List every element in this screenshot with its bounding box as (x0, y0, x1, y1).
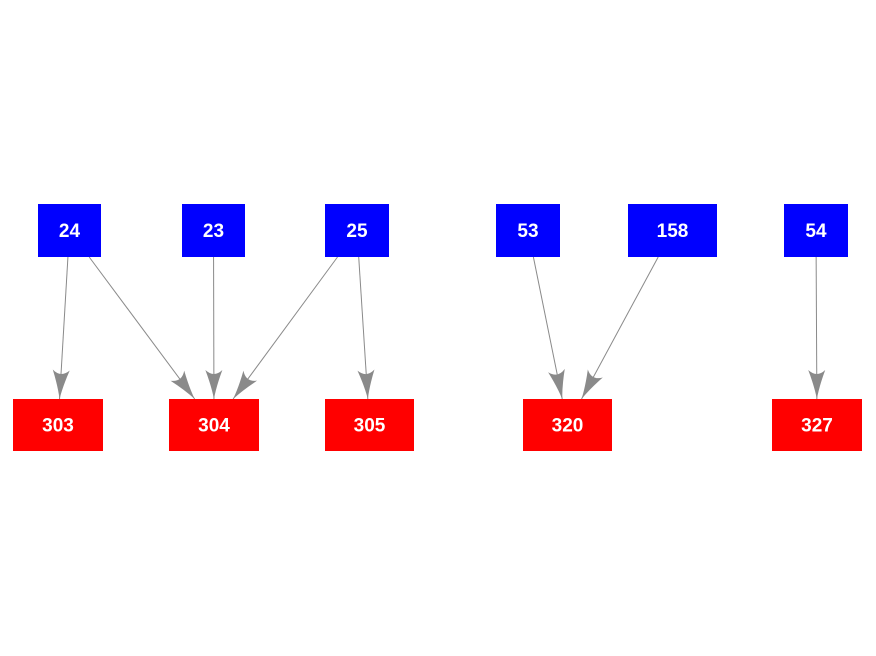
node-53: 53 (496, 204, 560, 257)
node-label-158: 158 (657, 221, 689, 242)
node-rect-305 (325, 399, 414, 451)
edge-line-158-320 (581, 256, 659, 400)
node-label-53: 53 (517, 221, 538, 242)
node-305: 305 (325, 399, 414, 451)
node-label-305: 305 (354, 416, 386, 437)
arrowhead-icon (548, 368, 565, 399)
node-304: 304 (169, 399, 259, 451)
node-303: 303 (13, 399, 103, 451)
node-label-54: 54 (805, 221, 827, 242)
node-label-320: 320 (552, 416, 584, 437)
node-label-327: 327 (801, 416, 833, 437)
arrowhead-icon (808, 369, 826, 399)
node-rect-25 (325, 204, 389, 257)
node-rect-327 (772, 399, 862, 451)
node-label-304: 304 (198, 416, 230, 437)
node-label-303: 303 (42, 416, 74, 437)
node-rect-53 (496, 204, 560, 257)
node-25: 25 (325, 204, 389, 257)
arrowhead-icon (581, 369, 603, 399)
node-24: 24 (38, 204, 101, 257)
node-rect-54 (784, 204, 848, 257)
node-23: 23 (182, 204, 245, 257)
edge-line-24-304 (88, 256, 196, 400)
arrowhead-icon (205, 369, 223, 399)
node-rect-158 (628, 204, 717, 257)
arrowhead-icon (357, 369, 375, 399)
node-327: 327 (772, 399, 862, 451)
node-54: 54 (784, 204, 848, 257)
node-rect-303 (13, 399, 103, 451)
node-320: 320 (523, 399, 612, 451)
node-158: 158 (628, 204, 717, 257)
node-label-25: 25 (346, 221, 368, 242)
node-label-23: 23 (203, 221, 224, 242)
node-rect-24 (38, 204, 101, 257)
arrowhead-icon (170, 370, 195, 399)
arrowhead-icon (52, 369, 70, 399)
node-rect-320 (523, 399, 612, 451)
node-rect-304 (169, 399, 259, 451)
arrowhead-icon (233, 370, 258, 399)
node-label-24: 24 (59, 221, 81, 242)
edge-line-25-304 (232, 256, 338, 400)
node-rect-23 (182, 204, 245, 257)
